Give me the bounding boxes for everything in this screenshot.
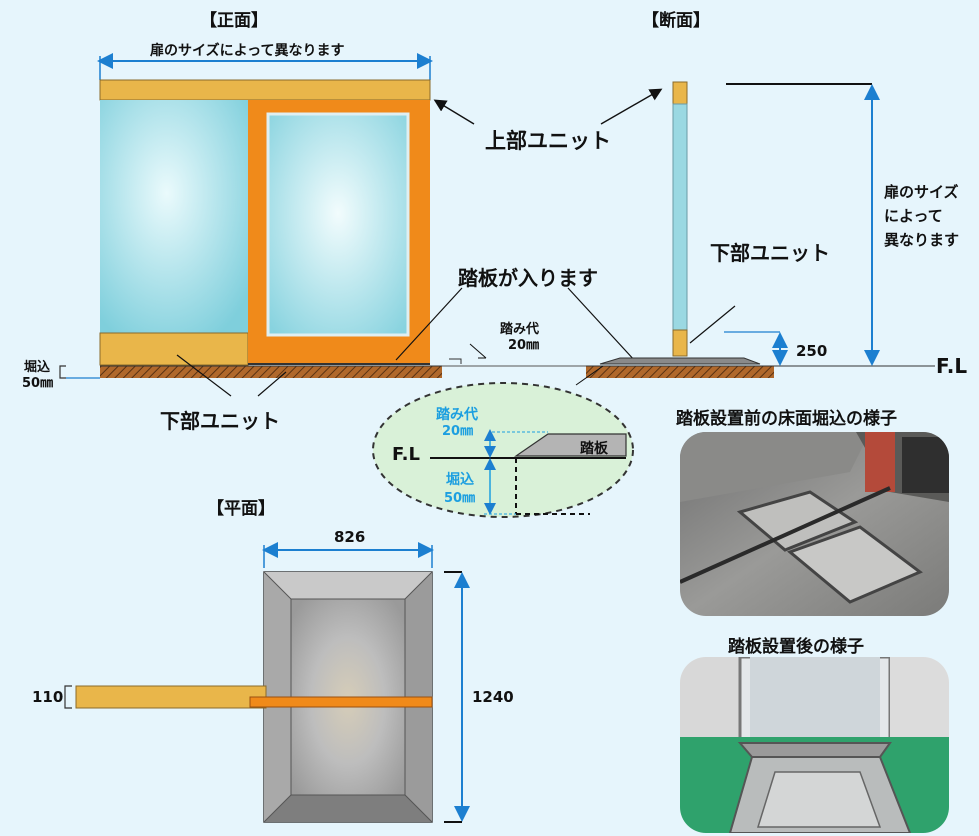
front-door-glass [266, 112, 410, 337]
pit-label: 堀込 [24, 360, 51, 375]
detail-tread-label: 踏板 [580, 441, 608, 457]
section-upper-unit [672, 81, 688, 105]
floor-line-label: F.L [936, 354, 968, 378]
section-view [575, 81, 935, 386]
detail-step-margin-label: 踏み代 [436, 407, 478, 423]
front-view [59, 53, 663, 397]
front-view-heading: 【正面】 [200, 11, 268, 31]
section-height-note: 扉のサイズ によって 異なります [884, 180, 959, 252]
section-ground-pit [586, 366, 774, 378]
plan-view [64, 542, 470, 823]
section-lower-unit-label: 下部ユニット [710, 241, 830, 265]
detail-pit-value: 50㎜ [444, 491, 476, 506]
section-glass [672, 103, 688, 331]
section-tread [599, 357, 761, 365]
detail-step-value: 20㎜ [442, 424, 474, 439]
front-width-note: 扉のサイズによって異なります [150, 43, 345, 59]
front-lower-unit [99, 332, 249, 366]
detail-pit-label: 堀込 [446, 472, 474, 488]
section-height-note-line-1: 扉のサイズ [884, 183, 959, 201]
step-margin-label: 踏み代 [500, 322, 540, 337]
photo-before-caption: 踏板設置前の床面堀込の様子 [676, 409, 897, 429]
pit-value: 50㎜ [22, 376, 54, 391]
section-250-label: 250 [796, 342, 828, 360]
plan-rail [75, 685, 267, 709]
front-ground-pit [100, 366, 442, 378]
front-fixed-glass [100, 100, 248, 333]
section-view-heading: 【断面】 [642, 11, 710, 31]
section-lower-unit [672, 329, 688, 357]
section-height-note-line-3: 異なります [884, 231, 960, 249]
detail-floor-line-label: F.L [392, 444, 420, 465]
front-upper-unit [99, 79, 431, 101]
front-lower-unit-label: 下部ユニット [160, 409, 280, 433]
detail-bubble [372, 382, 634, 518]
plan-width-label: 826 [334, 528, 366, 546]
step-margin-value: 20㎜ [508, 338, 540, 353]
plan-door-rail [249, 696, 433, 708]
tread-note: 踏板が入ります [458, 266, 598, 290]
section-height-note-line-2: によって [884, 207, 943, 225]
photo-after-caption: 踏板設置後の様子 [728, 637, 864, 657]
plan-rail-label: 110 [32, 688, 64, 706]
plan-view-heading: 【平面】 [207, 499, 275, 519]
photo-before-floor-pit [680, 432, 949, 616]
detail-callout [372, 382, 634, 518]
detail-tread [514, 433, 627, 457]
plan-height-label: 1240 [472, 688, 514, 706]
photo-after-tread-installed [680, 657, 949, 833]
upper-unit-label: 上部ユニット [485, 129, 611, 153]
